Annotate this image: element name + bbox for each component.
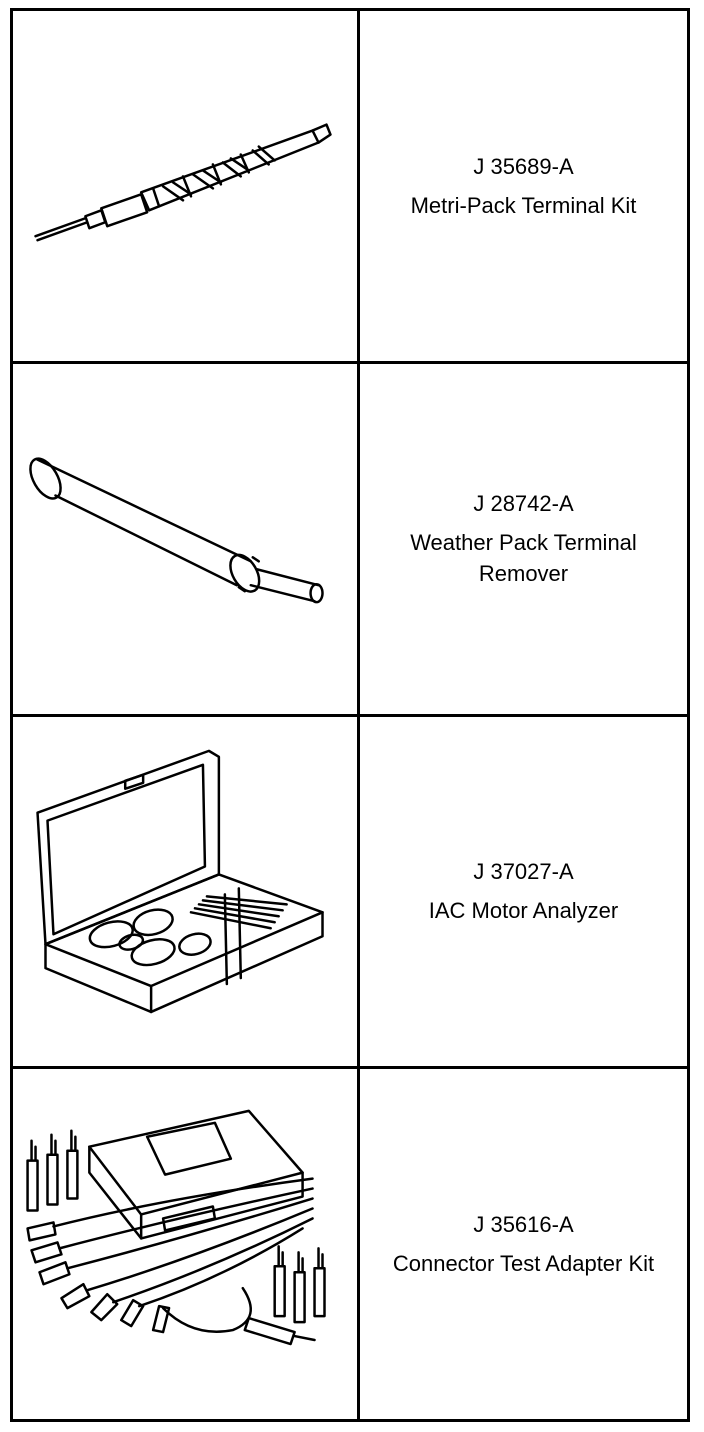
adapter-kit-icon	[26, 1109, 326, 1346]
tool-name: Metri-Pack Terminal Kit	[410, 192, 637, 218]
tool-illustration	[13, 716, 360, 1067]
tool-illustration	[13, 1069, 360, 1419]
tool-description: J 35689-A Metri-Pack Terminal Kit	[360, 11, 687, 361]
tool-number: J 28742-A	[473, 491, 574, 517]
tool-name: Connector Test Adapter Kit	[392, 1251, 655, 1277]
tool-illustration	[13, 11, 360, 361]
terminal-remover-icon	[29, 457, 324, 604]
tool-illustration	[13, 363, 360, 714]
tool-name: IAC Motor Analyzer	[428, 898, 619, 924]
tools-table: J 35689-A Metri-Pack Terminal Kit J 2874…	[10, 8, 690, 1422]
tool-name: Weather Pack Terminal Remover	[410, 530, 637, 587]
analyzer-case-icon	[36, 749, 324, 1013]
tool-number: J 35689-A	[473, 153, 574, 179]
tool-row: J 35616-A Connector Test Adapter Kit	[13, 1069, 687, 1419]
tool-description: J 35616-A Connector Test Adapter Kit	[360, 1069, 687, 1419]
terminal-pick-icon	[34, 123, 332, 242]
tool-number: J 35616-A	[473, 1212, 574, 1238]
tool-row: J 28742-A Weather Pack Terminal Remover	[13, 363, 687, 717]
tool-row: J 37027-A IAC Motor Analyzer	[13, 716, 687, 1070]
tool-description: J 37027-A IAC Motor Analyzer	[360, 717, 687, 1067]
tool-row: J 35689-A Metri-Pack Terminal Kit	[13, 11, 687, 364]
tool-description: J 28742-A Weather Pack Terminal Remover	[360, 364, 687, 714]
tool-number: J 37027-A	[473, 859, 574, 885]
